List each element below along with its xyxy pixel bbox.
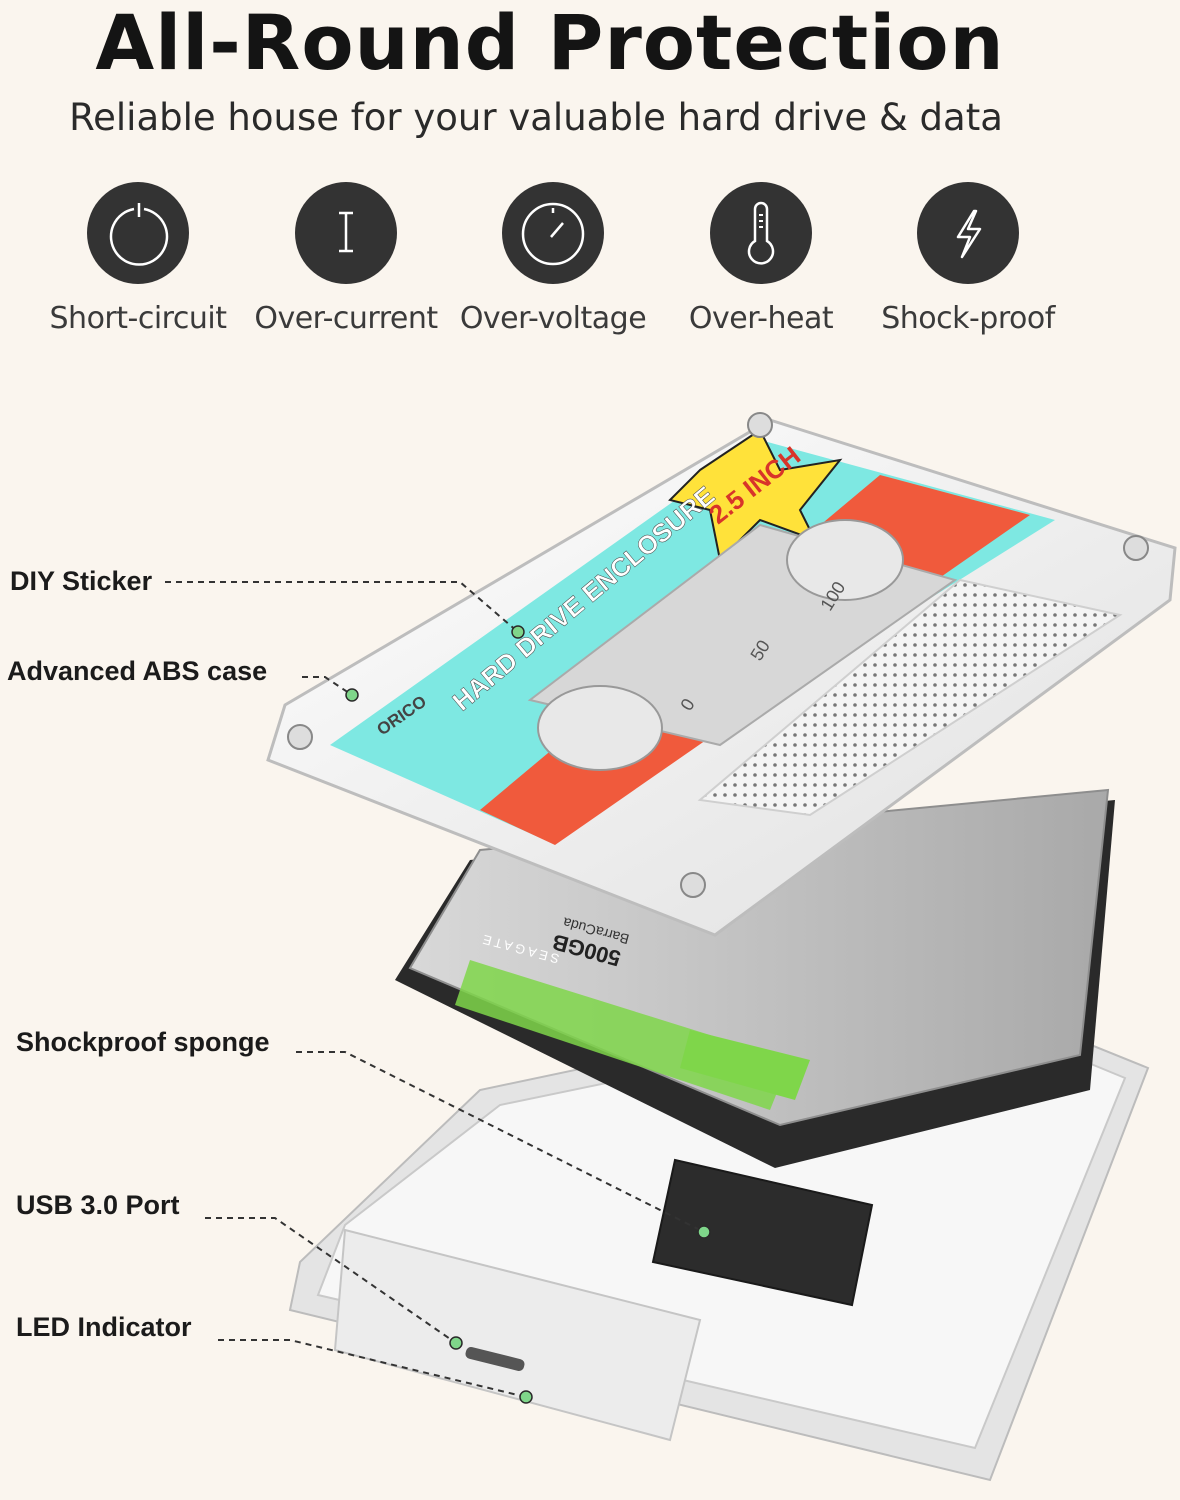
callout-shockproof-sponge: Shockproof sponge: [16, 1027, 270, 1057]
feature-label: Over-voltage: [459, 301, 647, 336]
sponge-dot: [697, 1225, 711, 1239]
feature-label: Over-heat: [688, 301, 834, 336]
feature-over-heat: Over-heat: [661, 182, 861, 336]
hard-drive: [395, 788, 1115, 1168]
led-dot: [519, 1390, 533, 1404]
usb-port-dot: [449, 1336, 463, 1350]
callout-dots: [345, 625, 711, 1404]
callout-leaders: [165, 581, 705, 1398]
power-icon: [87, 182, 189, 284]
feature-label: Over-current: [254, 301, 438, 336]
current-icon: [295, 182, 397, 284]
feature-shock-proof: Shock-proof: [868, 182, 1068, 336]
abs-case-dot: [345, 688, 359, 702]
feature-over-voltage: Over-voltage: [453, 182, 653, 336]
feature-label: Short-circuit: [49, 301, 227, 336]
feature-label: Shock-proof: [881, 301, 1055, 336]
callout-usb-port: USB 3.0 Port: [16, 1190, 180, 1220]
callout-abs-case: Advanced ABS case: [7, 656, 268, 686]
shockproof-sponge: [651, 1158, 874, 1307]
page-title: All-Round Protection: [95, 0, 1005, 87]
diy-sticker-dot: [511, 625, 525, 639]
gauge-icon: [502, 182, 604, 284]
feature-short-circuit: Short-circuit: [38, 182, 238, 336]
callout-diy-sticker: DIY Sticker: [10, 566, 153, 596]
thermometer-icon: [710, 182, 812, 284]
page-subtitle: Reliable house for your valuable hard dr…: [69, 96, 1003, 139]
top-cover: [266, 412, 1177, 937]
callout-led-indicator: LED Indicator: [16, 1312, 192, 1342]
lightning-icon: [917, 182, 1019, 284]
feature-over-current: Over-current: [246, 182, 446, 336]
